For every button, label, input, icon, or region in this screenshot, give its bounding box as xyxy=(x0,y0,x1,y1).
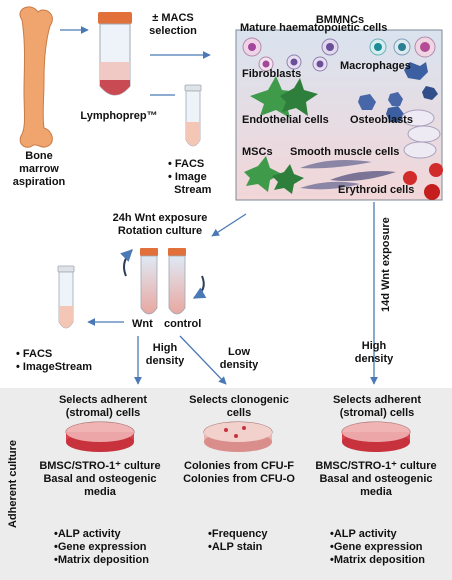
facs-tube-small xyxy=(184,84,202,147)
endothelial-cell-icons xyxy=(250,76,318,118)
col2-assays: •Frequency •ALP stain xyxy=(208,528,268,553)
bone-marrow-label: Bone marrow aspiration xyxy=(12,150,66,188)
osteoblast-icons xyxy=(358,92,404,122)
high-density-right-label: High density xyxy=(354,340,394,365)
label-macrophages: Macrophages xyxy=(340,60,411,72)
label-smooth-muscle: Smooth muscle cells xyxy=(290,146,400,158)
wnt-label: Wnt xyxy=(132,318,153,330)
label-erythroid: Erythroid cells xyxy=(338,184,415,196)
low-density-label: Low density xyxy=(219,346,259,371)
dish-1 xyxy=(65,421,135,452)
label-mscs: MSCs xyxy=(242,146,273,158)
msc-icons xyxy=(244,156,304,194)
facs-imagestream-list: • FACS • Image Stream xyxy=(168,158,212,196)
facs-list-2: • FACS • ImageStream xyxy=(16,348,92,373)
erythroid-cell-icons xyxy=(403,163,443,200)
col3-culture: BMSC/STRO-1⁺ culture Basal and osteogeni… xyxy=(315,460,437,498)
label-endothelial: Endothelial cells xyxy=(242,114,329,126)
mature-haematopoietic-cells-icons xyxy=(242,36,436,72)
dish-3 xyxy=(341,421,411,452)
wnt-24h-label: 24h Wnt exposure Rotation culture xyxy=(112,212,208,237)
col1-culture: BMSC/STRO-1⁺ culture Basal and osteogeni… xyxy=(39,460,161,498)
stromal-cell-sheet-icons xyxy=(401,109,441,159)
col3-title: Selects adherent (stromal) cells xyxy=(332,394,422,419)
rotation-arrow-left xyxy=(120,249,133,277)
col1-title: Selects adherent (stromal) cells xyxy=(58,394,148,419)
wnt-tube xyxy=(140,248,158,315)
high-density-left-label: High density xyxy=(145,342,185,367)
col1-assays: •ALP activity •Gene expression •Matrix d… xyxy=(54,528,149,566)
arrow-to-rotation xyxy=(211,213,247,237)
wnt-14d-label: 14d Wnt exposure xyxy=(380,217,392,312)
bmmnc-title: BMMNCs xyxy=(315,14,365,26)
macrophage-icons xyxy=(404,62,438,100)
col3-assays: •ALP activity •Gene expression •Matrix d… xyxy=(330,528,425,566)
arrow-low-density xyxy=(179,335,227,385)
smooth-muscle-cell-icons xyxy=(300,160,396,190)
adherent-culture-panel xyxy=(0,388,452,580)
label-osteoblasts: Osteoblasts xyxy=(350,114,413,126)
dish-2 xyxy=(203,421,273,452)
femur-bone-illustration xyxy=(19,6,53,148)
lymphoprep-tube xyxy=(98,12,132,96)
label-fibroblasts: Fibroblasts xyxy=(242,68,302,80)
lymphoprep-label: Lymphoprep™ xyxy=(80,110,158,122)
control-tube xyxy=(168,248,186,315)
col2-culture: Colonies from CFU-F Colonies from CFU-O xyxy=(183,460,295,485)
facs-tube-2 xyxy=(57,265,75,329)
control-label: control xyxy=(164,318,202,330)
rotation-arrow-right xyxy=(192,275,207,299)
label-mature-haematopoietic: Mature haematopoietic cells xyxy=(240,22,388,34)
macs-label: ± MACS selection xyxy=(149,12,197,37)
col2-title: Selects clonogenic cells xyxy=(189,394,289,419)
